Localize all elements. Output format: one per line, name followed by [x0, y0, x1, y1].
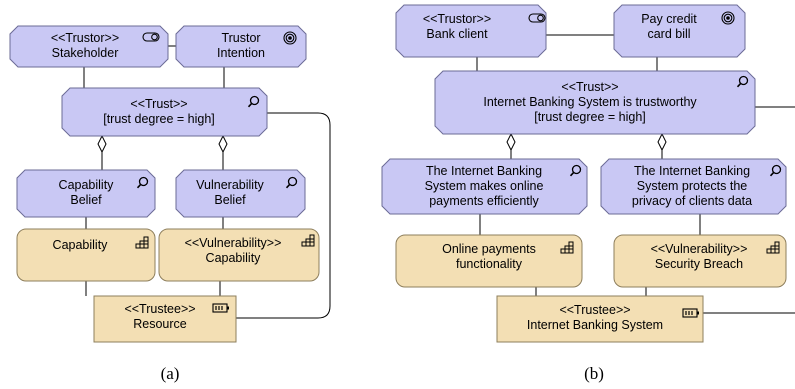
node-trustor-intention[interactable] — [175, 25, 307, 68]
diagram-b-connectors — [476, 34, 795, 314]
diagram-b-nodes — [381, 4, 787, 343]
assoc-trust-resource — [236, 112, 331, 319]
diagram-a-aggregation-diamonds — [97, 134, 228, 154]
node-stakeholder[interactable] — [9, 25, 169, 68]
diamond-icon — [506, 132, 516, 152]
caption-b: (b) — [584, 364, 604, 383]
node-internet-banking-system[interactable] — [496, 295, 704, 343]
diagram-b-aggregation-diamonds — [506, 132, 667, 152]
node-capability[interactable] — [16, 228, 156, 282]
node-pay-credit-card-bill[interactable] — [613, 4, 746, 58]
node-capability-belief[interactable] — [16, 169, 156, 218]
node-resource[interactable] — [93, 295, 237, 343]
diagram-a-nodes — [9, 25, 320, 343]
goal-icon — [283, 31, 297, 45]
node-online-payments[interactable] — [395, 234, 583, 288]
node-trust[interactable] — [434, 70, 756, 135]
node-vulnerability-capability[interactable] — [158, 228, 320, 282]
node-trust[interactable] — [61, 87, 268, 137]
node-belief-privacy[interactable] — [600, 158, 787, 215]
caption-a: (a) — [160, 364, 180, 383]
goal-icon — [721, 11, 735, 25]
node-bank-client[interactable] — [395, 4, 547, 58]
node-belief-payments[interactable] — [381, 158, 588, 215]
diamond-icon — [657, 132, 667, 152]
node-security-breach[interactable] — [613, 234, 787, 288]
node-vulnerability-belief[interactable] — [175, 169, 306, 218]
diamond-icon — [97, 134, 107, 154]
diamond-icon — [218, 134, 228, 154]
